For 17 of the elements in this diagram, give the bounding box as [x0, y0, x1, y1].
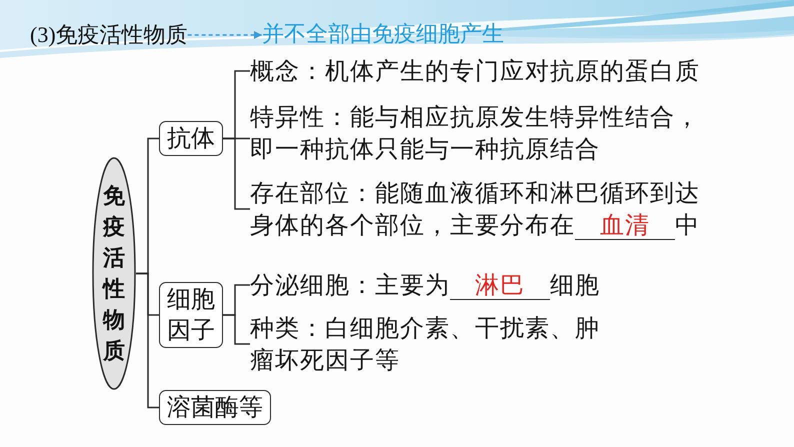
connector-line [223, 138, 250, 210]
description-text: 特异性：能与相应抗原发生特异性结合，即一种抗体只能与一种抗原结合 [250, 101, 712, 165]
dashed-arrow [188, 31, 262, 39]
category-box: 溶菌酶等 [159, 390, 271, 425]
note-text: 并不全部由免疫细胞产生 [262, 20, 504, 50]
section-heading: (3)免疫活性物质 [30, 20, 188, 50]
category-box: 抗体 [159, 121, 223, 156]
description-text: 概念：机体产生的专门应对抗原的蛋白质 [250, 55, 712, 87]
description-text: 种类：白细胞介素、干扰素、肿瘤坏死因子等 [250, 312, 612, 376]
connector-line [223, 314, 250, 345]
description-text: 存在部位：能随血液循环和淋巴循环到达身体的各个部位，主要分布在 血清 中 [250, 177, 712, 241]
oval-label: 免疫活性物质 [103, 182, 125, 366]
connector-line [136, 272, 159, 408]
description-text: 分泌细胞：主要为 淋巴 细胞 [250, 269, 600, 301]
category-box: 细胞因子 [159, 282, 223, 348]
fill-in-blank: 血清 [575, 211, 675, 240]
fill-in-blank: 淋巴 [450, 271, 550, 300]
